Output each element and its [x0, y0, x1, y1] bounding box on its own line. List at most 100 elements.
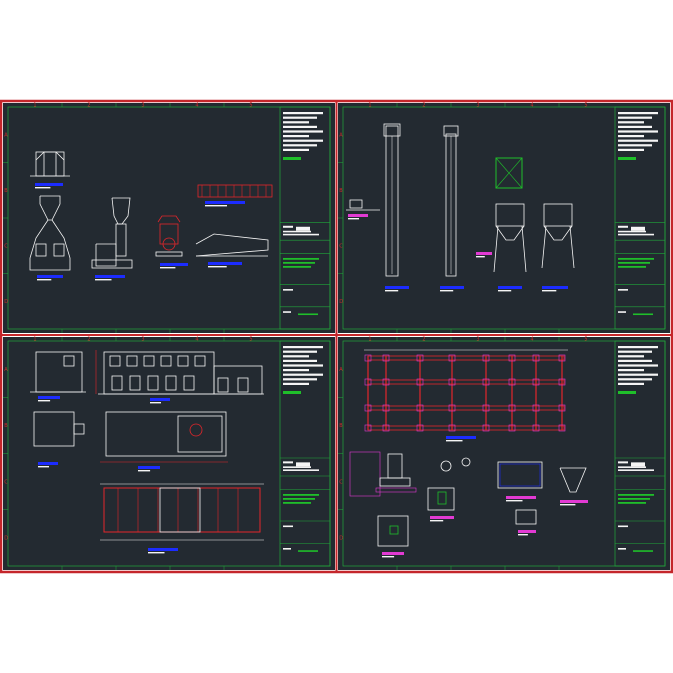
grid-column-label: 3	[476, 103, 479, 109]
building-window	[194, 355, 206, 367]
grid-row-label: D	[339, 299, 343, 305]
drawing-label	[95, 275, 125, 278]
title-block-note-line	[618, 378, 652, 381]
grid-row-label: B	[339, 423, 343, 429]
building-window	[63, 355, 75, 367]
title-block-note-line	[618, 350, 652, 353]
silo-leg	[541, 225, 547, 269]
grid-column-label: 1	[368, 337, 371, 343]
drawing-label-text	[382, 556, 395, 558]
footing	[558, 378, 566, 386]
title-block-field	[618, 548, 626, 550]
drawing-label-text	[37, 279, 52, 281]
drawing-label-text	[506, 500, 523, 502]
grid-row-label: C	[4, 479, 8, 485]
title-block-note-line	[283, 346, 323, 349]
title-block-green-line	[283, 502, 311, 504]
title-block-stamp-text	[618, 225, 628, 228]
title-block-note-line	[283, 378, 317, 381]
drawing-label-text	[385, 290, 399, 292]
title-block-green-line	[618, 261, 650, 264]
sheet-background	[338, 103, 670, 333]
drawing-label	[542, 286, 568, 289]
title-block-note-line	[283, 364, 323, 367]
grid-column-label: 5	[249, 103, 252, 109]
drawing-label-text	[148, 552, 165, 554]
drawing-label-text	[208, 266, 227, 268]
title-block-highlight	[618, 157, 636, 160]
silo-diag	[495, 157, 523, 189]
footing	[364, 404, 372, 412]
drawing-label	[208, 262, 242, 265]
grid-row-label: C	[4, 244, 8, 250]
mixer-detail	[35, 243, 47, 257]
drawing-label	[560, 500, 588, 503]
footing	[382, 404, 390, 412]
title-block-green-line	[283, 498, 315, 500]
mixer-body	[29, 219, 71, 271]
annex-window	[237, 377, 249, 393]
grid-column-label: 3	[476, 337, 479, 343]
title-block-note-line	[618, 382, 644, 385]
footing	[382, 378, 390, 386]
grid-row-label: B	[4, 423, 8, 429]
title-block-note-line	[618, 112, 658, 115]
silo-leg	[569, 225, 575, 269]
title-block-note-line	[618, 355, 644, 358]
title-block-note-line	[283, 130, 323, 133]
grid-row-label: C	[339, 244, 343, 250]
drawing-label	[38, 396, 60, 399]
drawing-label-text	[38, 400, 51, 402]
red-mixer-hood	[157, 215, 181, 223]
elevator-feed	[349, 199, 363, 209]
title-block	[614, 340, 666, 567]
footing	[448, 404, 456, 412]
drawing-label	[440, 286, 464, 289]
grid-row-label: B	[4, 188, 8, 194]
title-block-green-line	[283, 257, 319, 260]
title-block-note-line	[618, 125, 652, 128]
title-block-note-line	[283, 116, 317, 119]
red-mixer-base	[155, 251, 183, 257]
grid-column-label: 2	[422, 337, 425, 343]
footing	[482, 404, 490, 412]
footing	[532, 378, 540, 386]
bucket-elevator	[385, 125, 399, 277]
title-block-stamp-text	[283, 469, 319, 471]
drawing-label-text	[440, 290, 454, 292]
footing	[364, 424, 372, 432]
silo-leg	[521, 225, 527, 273]
cone-motor	[95, 243, 117, 267]
title-block-highlight	[283, 391, 301, 394]
title-block-note-line	[618, 364, 658, 367]
footing	[364, 378, 372, 386]
grid-column-label: 5	[584, 337, 587, 343]
footing	[558, 354, 566, 362]
title-block-stamp-text	[283, 233, 319, 236]
drawing-label-text	[348, 218, 359, 220]
title-block-field	[633, 550, 653, 552]
footing	[508, 404, 516, 412]
footing	[416, 378, 424, 386]
title-block-note-line	[283, 139, 323, 142]
grid-column-label: 1	[368, 103, 371, 109]
plan-footing-column	[389, 525, 399, 535]
title-block-note-line	[283, 144, 317, 147]
title-block-logo	[296, 226, 310, 231]
footing	[416, 404, 424, 412]
title-block-green-line	[618, 498, 650, 500]
building-door	[165, 375, 177, 391]
beam-section	[497, 461, 543, 489]
grid-column-label: 4	[195, 103, 198, 109]
title-block-note-line	[283, 125, 317, 128]
title-block-green-line	[618, 265, 646, 268]
grid-column-label: 4	[195, 337, 198, 343]
pier-reinforcement	[437, 491, 447, 505]
drawing-label	[160, 263, 188, 266]
footing	[482, 378, 490, 386]
grid-column-label: 1	[33, 337, 36, 343]
grid-column-label: 3	[141, 337, 144, 343]
